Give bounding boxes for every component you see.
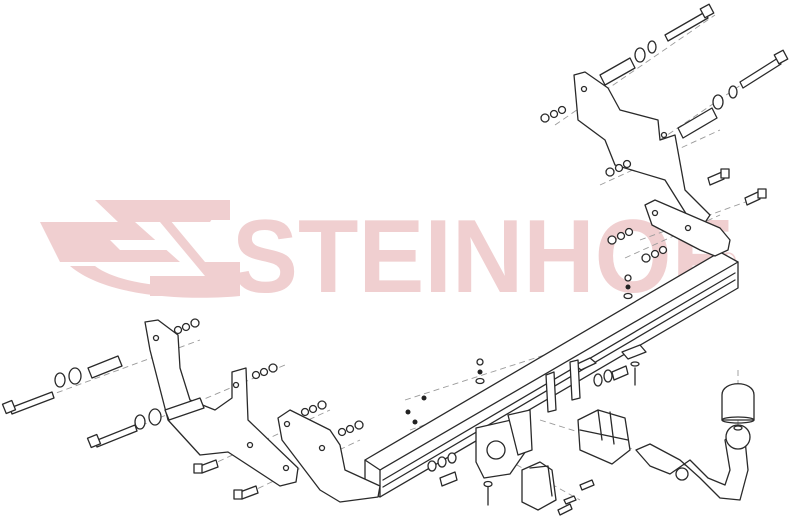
right-bracket-upper (573, 71, 711, 231)
tow-ball-neck (635, 424, 751, 501)
central-hardware (405, 274, 647, 506)
left-bracket-rear (277, 409, 381, 503)
washers (54, 40, 738, 430)
ball-cover (721, 383, 755, 424)
bolt-right-upper (664, 11, 709, 42)
long-bolts (1, 3, 789, 449)
bolt-right-lower (739, 57, 782, 89)
left-bracket-front (144, 319, 299, 487)
electrical-socket (521, 461, 595, 516)
short-bolts (193, 168, 767, 500)
socket-plate (475, 359, 581, 479)
right-bracket-lower (644, 199, 731, 257)
nut-sets (173, 105, 668, 437)
receiver-block (577, 409, 631, 465)
bolt-left-upper (9, 391, 55, 415)
bolt-left-lower (94, 424, 138, 448)
spacer-tubes (87, 57, 718, 421)
